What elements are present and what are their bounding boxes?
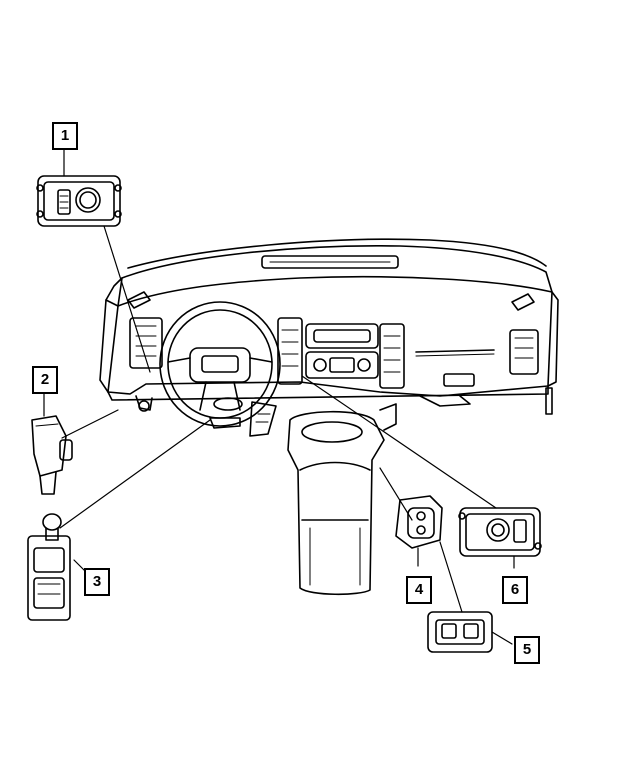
callout-3: 3 — [84, 568, 110, 596]
callout-2: 2 — [32, 366, 58, 394]
steering-wheel — [159, 301, 281, 427]
part-3-column-switch — [27, 513, 71, 621]
leader-lines — [43, 145, 515, 645]
part-2-multifunction-switch — [31, 415, 73, 495]
part-5-switch-bezel — [427, 611, 493, 653]
part-4-console-switch — [395, 495, 443, 549]
callout-1: 1 — [52, 122, 78, 150]
callout-6: 6 — [502, 576, 528, 604]
callout-4: 4 — [406, 576, 432, 604]
floor-console — [287, 403, 397, 596]
instrument-panel — [99, 238, 559, 437]
part-6-headlamp-switch — [458, 507, 542, 557]
callout-5: 5 — [514, 636, 540, 664]
part-1-headlamp-switch — [36, 175, 122, 227]
